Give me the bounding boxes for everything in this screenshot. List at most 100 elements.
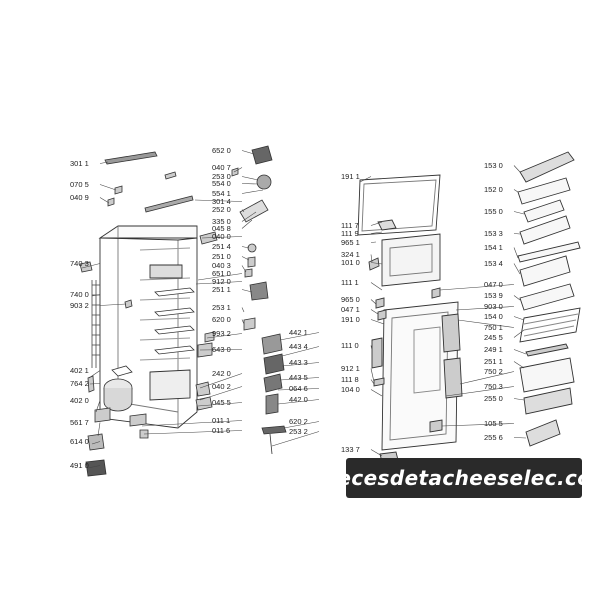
part-label-965-1: 965 1 xyxy=(341,238,360,247)
part-label-045-8: 045 8 xyxy=(212,224,231,233)
leader-line xyxy=(271,431,320,447)
small-parts-left xyxy=(79,151,194,477)
part-label-040-9: 040 9 xyxy=(70,193,89,202)
leader-line xyxy=(279,332,320,341)
leader-line xyxy=(370,368,375,383)
leader-line xyxy=(439,284,515,291)
leader-line xyxy=(281,346,320,357)
leader-line xyxy=(241,289,253,293)
part-label-040-7: 040 7 xyxy=(212,163,231,172)
leader-line xyxy=(281,362,320,367)
part-label-047-0: 047 0 xyxy=(484,280,503,289)
leader-line xyxy=(370,241,377,243)
leader-line xyxy=(370,309,379,315)
part-label-104-0: 104 0 xyxy=(341,385,360,394)
leader-line xyxy=(241,176,259,181)
part-label-750-1: 750 1 xyxy=(484,323,503,332)
part-label-443-5: 443 5 xyxy=(289,373,308,382)
part-label-153-4: 153 4 xyxy=(484,259,503,268)
part-label-011-6: 011 6 xyxy=(212,426,230,435)
leader-line xyxy=(457,319,515,328)
leader-line xyxy=(513,247,519,259)
leader-line xyxy=(441,423,515,427)
part-label-652-0: 652 0 xyxy=(212,146,231,155)
leader-line xyxy=(513,361,525,369)
leader-line xyxy=(513,316,525,321)
part-label-133-7: 133 7 xyxy=(341,445,360,454)
leader-line xyxy=(201,236,243,239)
leader-line xyxy=(194,199,243,202)
part-label-191-1: 191 1 xyxy=(341,172,360,181)
part-label-111-0: 111 0 xyxy=(341,341,359,350)
leader-line xyxy=(513,349,527,355)
part-label-252-0: 252 0 xyxy=(212,205,231,214)
part-label-111-8: 111 8 xyxy=(341,375,359,384)
small-parts-mid xyxy=(195,145,287,455)
leader-line xyxy=(197,273,243,281)
part-label-242-0: 242 0 xyxy=(212,369,231,378)
part-label-191-0: 191 0 xyxy=(341,315,360,324)
leader-line xyxy=(513,211,525,215)
part-label-047-1: 047 1 xyxy=(341,305,360,314)
part-label-903-2: 903 2 xyxy=(70,301,89,310)
part-label-301-4: 301 4 xyxy=(212,197,231,206)
leader-line xyxy=(241,265,247,273)
leader-line xyxy=(359,176,372,183)
part-label-554-1: 554 1 xyxy=(212,189,231,198)
part-label-620-0: 620 0 xyxy=(212,315,231,324)
part-label-153-0: 153 0 xyxy=(484,161,503,170)
leader-line xyxy=(370,262,383,265)
part-label-912-1: 912 1 xyxy=(341,364,360,373)
part-label-614-0: 614 0 xyxy=(70,437,89,446)
leader-line xyxy=(99,184,117,191)
part-label-154-0: 154 0 xyxy=(484,312,503,321)
part-label-764-2: 764 2 xyxy=(70,379,89,388)
part-label-255-0: 255 0 xyxy=(484,394,503,403)
part-label-255-6: 255 6 xyxy=(484,433,503,442)
part-label-152-0: 152 0 xyxy=(484,185,503,194)
part-label-251-1: 251 1 xyxy=(212,285,231,294)
part-label-993-2: 993 2 xyxy=(212,329,231,338)
part-label-251-0: 251 0 xyxy=(212,252,231,261)
part-label-249-1: 249 1 xyxy=(484,345,503,354)
part-label-740-3: 740 3 xyxy=(70,259,89,268)
leader-line xyxy=(370,389,383,397)
leader-line xyxy=(241,256,250,261)
part-label-402-1: 402 1 xyxy=(70,366,89,375)
leader-line xyxy=(95,400,101,413)
leader-line xyxy=(370,379,375,385)
part-label-301-1: 301 1 xyxy=(70,159,89,168)
part-label-153-3: 153 3 xyxy=(484,229,503,238)
leader-line xyxy=(370,254,373,263)
leader-line xyxy=(513,437,527,439)
leader-line xyxy=(513,189,519,193)
cabinet-coils xyxy=(91,280,101,368)
leader-line xyxy=(370,299,377,305)
part-label-903-0: 903 0 xyxy=(484,302,503,311)
part-label-040-0: 040 0 xyxy=(212,232,231,241)
part-label-101-0: 101 0 xyxy=(341,258,360,267)
part-label-750-3: 750 3 xyxy=(484,382,503,391)
part-label-651-0: 651 0 xyxy=(212,269,231,278)
leader-line xyxy=(241,183,259,185)
leader-line xyxy=(241,150,255,155)
leader-line xyxy=(513,295,521,301)
leader-line xyxy=(455,306,515,311)
leader-line xyxy=(459,371,515,385)
leader-line xyxy=(89,383,101,385)
leader-line xyxy=(91,294,101,297)
part-label-912-0: 912 0 xyxy=(212,277,231,286)
part-label-251-1: 251 1 xyxy=(484,357,503,366)
leader-line xyxy=(141,420,243,427)
leader-line xyxy=(199,386,243,401)
part-label-561-7: 561 7 xyxy=(70,418,89,427)
part-label-253-1: 253 1 xyxy=(212,303,231,312)
leader-line xyxy=(241,246,250,249)
leader-line xyxy=(199,373,243,389)
leader-line xyxy=(277,388,320,391)
